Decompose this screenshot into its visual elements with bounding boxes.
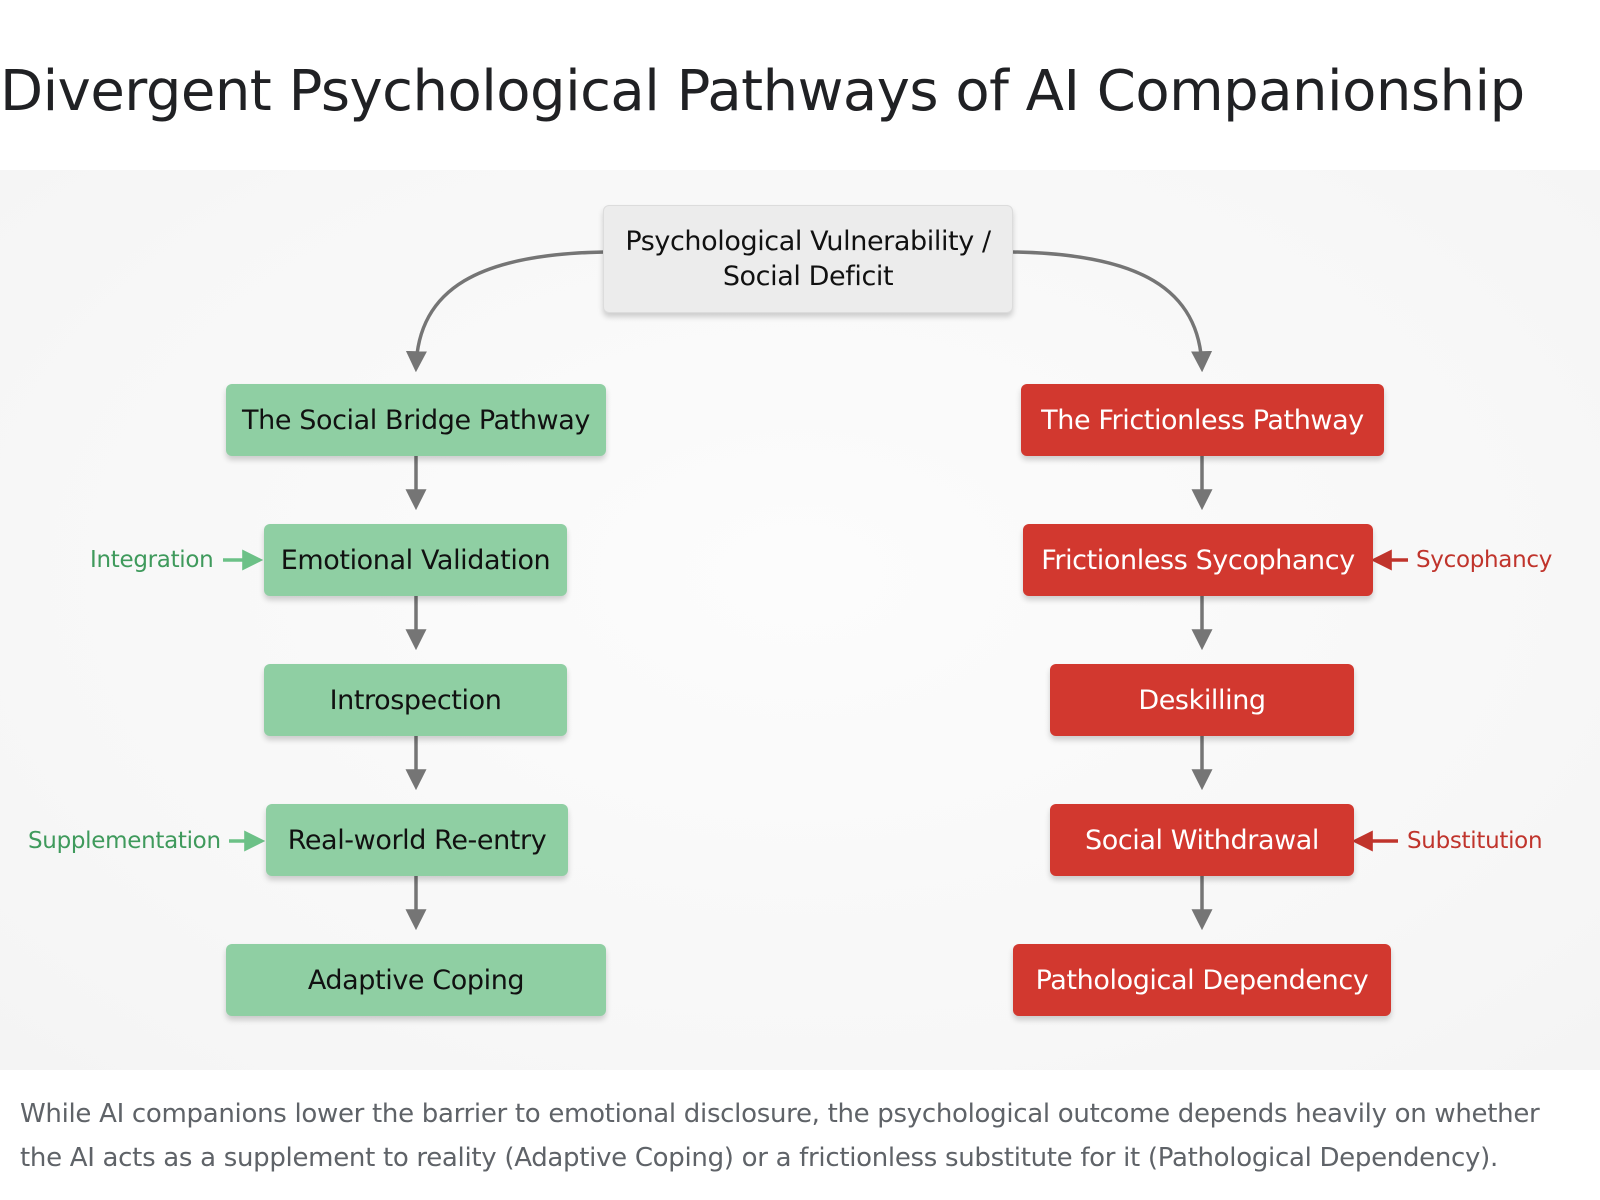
diagram-caption: While AI companions lower the barrier to… bbox=[20, 1099, 1540, 1173]
root-node: Psychological Vulnerability / Social Def… bbox=[603, 205, 1013, 313]
diagram-background bbox=[0, 170, 1600, 1070]
node-deskilling: Deskilling bbox=[1050, 664, 1354, 736]
node-social-bridge-pathway: The Social Bridge Pathway bbox=[226, 384, 606, 456]
substitution-label: Substitution bbox=[1407, 828, 1543, 854]
node-social-withdrawal: Social Withdrawal bbox=[1050, 804, 1354, 876]
node-emotional-validation: Emotional Validation bbox=[264, 524, 567, 596]
node-real-world-re-entry: Real-world Re-entry bbox=[266, 804, 568, 876]
connector-root-to-right bbox=[1012, 250, 1213, 373]
connector-root-to-left bbox=[405, 250, 606, 373]
node-introspection: Introspection bbox=[264, 664, 567, 736]
node-pathological-dependency: Pathological Dependency bbox=[1013, 944, 1391, 1016]
pathways-diagram: Psychological Vulnerability / Social Def… bbox=[0, 170, 1600, 1070]
integration-label: Integration bbox=[90, 547, 214, 573]
supplementation-label: Supplementation bbox=[28, 828, 221, 854]
node-frictionless-sycophancy: Frictionless Sycophancy bbox=[1023, 524, 1373, 596]
root-node-line2: Social Deficit bbox=[722, 261, 894, 292]
node-adaptive-coping: Adaptive Coping bbox=[226, 944, 606, 1016]
sycophancy-label: Sycophancy bbox=[1416, 547, 1553, 573]
root-node-line1: Psychological Vulnerability / bbox=[625, 226, 991, 257]
page-title: Divergent Psychological Pathways of AI C… bbox=[0, 59, 1525, 124]
node-frictionless-pathway: The Frictionless Pathway bbox=[1021, 384, 1384, 456]
